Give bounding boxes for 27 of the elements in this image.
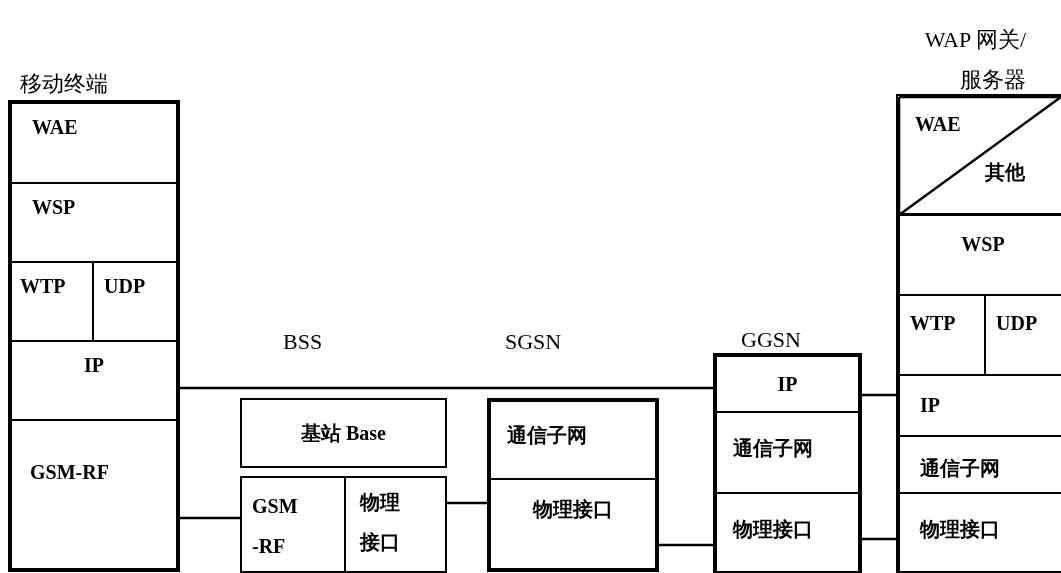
layer-cell: 物理接口: [715, 492, 860, 573]
layer-cell: 通信子网: [489, 400, 657, 480]
layer-cell: IP: [715, 355, 860, 413]
layer-cell: WAE: [10, 102, 178, 184]
stack-title: GGSN: [741, 328, 801, 352]
connector-line: [178, 516, 240, 520]
layer-cell: WSP: [898, 213, 1061, 296]
node-title: BSS: [283, 330, 323, 354]
connector-line: [860, 537, 898, 541]
layer-cell: 基站 Base: [240, 398, 447, 468]
layer-cell: 通信子网: [715, 411, 860, 494]
layer-cell: 物理接口: [898, 492, 1061, 573]
layer-cell: WSP: [10, 182, 178, 263]
layer-cell: GSM -RF: [240, 476, 346, 573]
stack-title: WAP 网关/服务器: [923, 26, 1026, 94]
layer-cell: GSM-RF: [10, 419, 178, 570]
connector-line: [860, 393, 898, 397]
connector-line: [657, 543, 715, 547]
stack-title: 移动终端: [20, 72, 108, 96]
connector-line: [178, 386, 715, 390]
layer-cell: 物理接口: [344, 476, 447, 573]
layer-label: 其他: [985, 160, 1025, 184]
layer-cell: 物理接口: [489, 478, 657, 570]
stack-title: SGSN: [505, 330, 562, 354]
connector-line: [447, 501, 489, 505]
layer-label: WAE: [915, 112, 961, 136]
layer-cell: IP: [10, 340, 178, 421]
